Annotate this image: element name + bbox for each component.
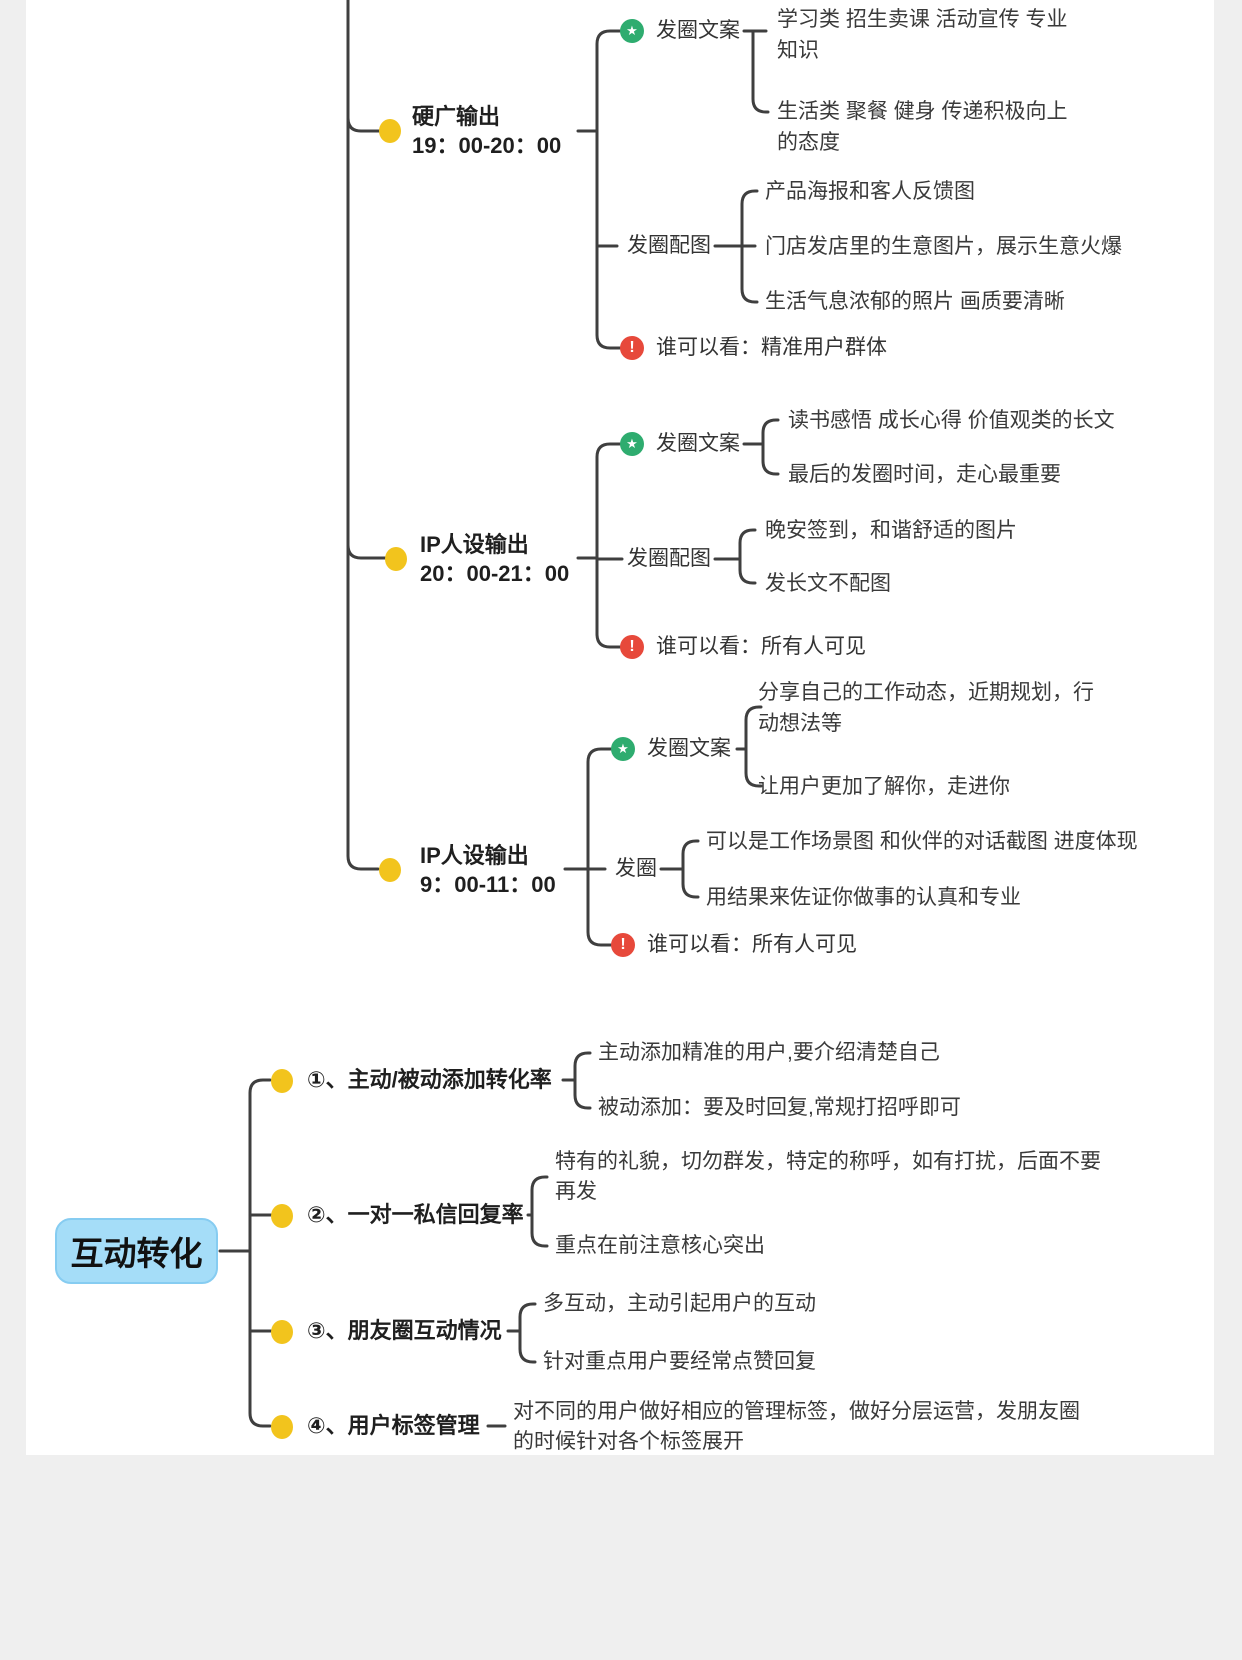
topic-text[interactable]: 最后的发圈时间，走心最重要 xyxy=(788,463,1061,486)
topic-text[interactable]: 特有的礼貌，切勿群发，特定的称呼，如有打扰，后面不要 再发 xyxy=(555,1150,1101,1203)
priority-marker xyxy=(379,858,401,882)
branch-time: 9：00-11：00 xyxy=(420,872,556,897)
star-icon: ★ xyxy=(611,737,635,761)
branch-time: 20：00-21：00 xyxy=(420,561,570,586)
topic-post-copy[interactable]: 发圈文案 xyxy=(656,19,740,42)
priority-marker xyxy=(271,1204,293,1228)
topic-text[interactable]: 学习类 招生卖课 活动宣传 专业 知识 xyxy=(777,8,1068,62)
topic-text[interactable]: 可以是工作场景图 和伙伴的对话截图 进度体现 xyxy=(706,830,1138,853)
branch-label: 硬广输出 xyxy=(412,104,501,129)
topic-text[interactable]: 被动添加：要及时回复,常规打招呼即可 xyxy=(598,1096,961,1119)
topic-visibility[interactable]: 谁可以看：所有人可见 xyxy=(647,933,857,956)
branch-label: IP人设输出 xyxy=(420,843,529,868)
topic-post-image[interactable]: 发圈配图 xyxy=(627,234,711,257)
branch-time: 19：00-20：00 xyxy=(412,133,562,158)
topic-text[interactable]: 读书感悟 成长心得 价值观类的长文 xyxy=(788,409,1115,432)
branch-label: IP人设输出 xyxy=(420,532,529,557)
priority-marker xyxy=(379,119,401,143)
exclamation-icon: ! xyxy=(620,336,644,360)
branch-add-conversion-rate[interactable]: ①、主动/被动添加转化率 xyxy=(307,1067,552,1092)
root-topic-interaction-conversion[interactable]: 互动转化 xyxy=(55,1218,218,1284)
star-icon: ★ xyxy=(620,432,644,456)
exclamation-icon: ! xyxy=(620,635,644,659)
topic-text[interactable]: 晚安签到，和谐舒适的图片 xyxy=(765,519,1017,542)
branch-hard-ad[interactable]: 硬广输出 19：00-20：00 xyxy=(412,102,561,160)
topic-text[interactable]: 对不同的用户做好相应的管理标签，做好分层运营，发朋友圈 的时候针对各个标签展开 xyxy=(513,1400,1080,1453)
branch-ip-morning[interactable]: IP人设输出 9：00-11：00 xyxy=(420,841,556,899)
priority-marker xyxy=(271,1415,293,1439)
topic-text[interactable]: 生活类 聚餐 健身 传递积极向上 的态度 xyxy=(777,100,1068,154)
topic-text[interactable]: 分享自己的工作动态，近期规划，行 动想法等 xyxy=(758,681,1094,735)
priority-marker xyxy=(385,547,407,571)
star-icon: ★ xyxy=(620,19,644,43)
topic-post[interactable]: 发圈 xyxy=(615,857,657,880)
branch-ip-evening[interactable]: IP人设输出 20：00-21：00 xyxy=(420,530,569,588)
topic-text[interactable]: 门店发店里的生意图片，展示生意火爆 xyxy=(765,235,1122,258)
priority-marker xyxy=(271,1320,293,1344)
topic-visibility[interactable]: 谁可以看：精准用户群体 xyxy=(656,336,887,359)
topic-text[interactable]: 产品海报和客人反馈图 xyxy=(765,180,975,203)
topic-text[interactable]: 发长文不配图 xyxy=(765,572,891,595)
exclamation-icon: ! xyxy=(611,933,635,957)
topic-post-image[interactable]: 发圈配图 xyxy=(627,547,711,570)
topic-post-copy[interactable]: 发圈文案 xyxy=(647,737,731,760)
topic-text[interactable]: 针对重点用户要经常点赞回复 xyxy=(543,1350,816,1373)
branch-dm-reply-rate[interactable]: ②、一对一私信回复率 xyxy=(307,1202,524,1227)
topic-post-copy[interactable]: 发圈文案 xyxy=(656,432,740,455)
priority-marker xyxy=(271,1069,293,1093)
topic-text[interactable]: 让用户更加了解你，走进你 xyxy=(758,775,1010,798)
branch-user-tag-management[interactable]: ④、用户标签管理 xyxy=(307,1413,480,1438)
branch-moments-interaction[interactable]: ③、朋友圈互动情况 xyxy=(307,1318,502,1343)
topic-text[interactable]: 主动添加精准的用户,要介绍清楚自己 xyxy=(598,1041,940,1064)
topic-text[interactable]: 用结果来佐证你做事的认真和专业 xyxy=(706,886,1021,909)
topic-text[interactable]: 重点在前注意核心突出 xyxy=(555,1234,765,1257)
topic-visibility[interactable]: 谁可以看：所有人可见 xyxy=(656,635,866,658)
topic-text[interactable]: 生活气息浓郁的照片 画质要清晰 xyxy=(765,290,1065,313)
topic-text[interactable]: 多互动，主动引起用户的互动 xyxy=(543,1292,816,1315)
